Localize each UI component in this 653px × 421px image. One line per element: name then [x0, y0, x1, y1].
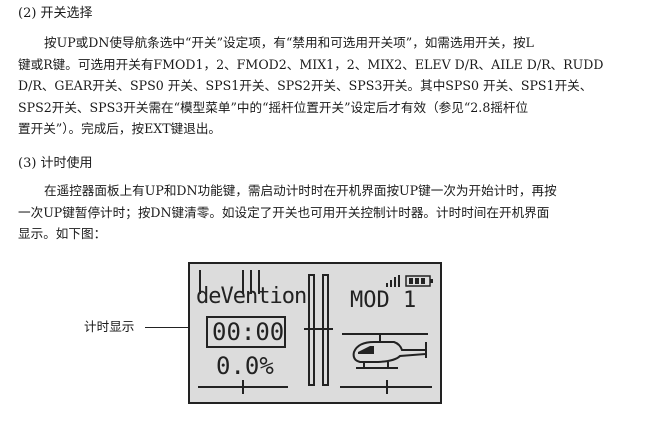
section-heading-timer: (3) 计时使用 — [18, 156, 93, 171]
trim-marker — [242, 380, 244, 394]
section-heading-switch: (2) 开关选择 — [18, 6, 93, 21]
brand-stroke — [258, 270, 260, 294]
paragraph-switch: 按UP或DN使导航条选中“开关”设定项，有“禁用和可选用开关项”，如需选用开关，… — [18, 32, 630, 140]
brand-stroke — [199, 270, 201, 294]
helicopter-icon — [340, 328, 436, 372]
paragraph-timer: 在遥控器面板上有UP和DN功能键，需启动计时时在开机界面按UP键一次为开始计时，… — [18, 180, 630, 245]
trim-marker — [318, 328, 333, 330]
timer-value: 00:00 — [212, 318, 285, 346]
signal-battery-icon — [386, 272, 436, 287]
vertical-trim-bar — [308, 274, 315, 386]
paragraph-line: 按UP或DN使导航条选中“开关”设定项，有“禁用和可选用开关项”，如需选用开关，… — [44, 35, 534, 50]
timer-display: 00:00 — [206, 316, 286, 348]
paragraph-line: 一次UP键暂停计时；按DN键清零。如设定了开关也可用开关控制计时器。计时时间在开… — [18, 204, 550, 220]
lcd-screen: deVention 00:00 0.0% MOD 1 — [188, 262, 442, 404]
trim-percent: 0.0% — [216, 352, 274, 380]
paragraph-line: 置开关”）。完成后，按EXT键退出。 — [18, 121, 222, 136]
paragraph-line: D/R、GEAR开关、SPS0 开关、SPS1开关、SPS2开关、SPS3开关。… — [18, 78, 593, 93]
paragraph-line: 显示。如下图： — [18, 226, 107, 241]
brand-stroke — [250, 270, 252, 294]
model-name: MOD 1 — [350, 288, 417, 313]
paragraph-line: 键或R键。可选用开关有FMOD1，2、FMOD2、MIX1，2、MIX2、ELE… — [18, 56, 604, 72]
paragraph-line: SPS2开关、SPS3开关需在“模型菜单”中的“摇杆位置开关”设定后才有效（参见… — [18, 99, 529, 115]
trim-marker — [386, 380, 388, 394]
callout-leader-line — [145, 327, 205, 328]
timer-callout-label: 计时显示 — [84, 319, 135, 334]
vertical-trim-bar — [322, 274, 329, 386]
paragraph-line: 在遥控器面板上有UP和DN功能键，需启动计时时在开机界面按UP键一次为开始计时，… — [44, 183, 557, 198]
trim-marker — [304, 328, 319, 330]
brand-stroke — [242, 270, 244, 294]
